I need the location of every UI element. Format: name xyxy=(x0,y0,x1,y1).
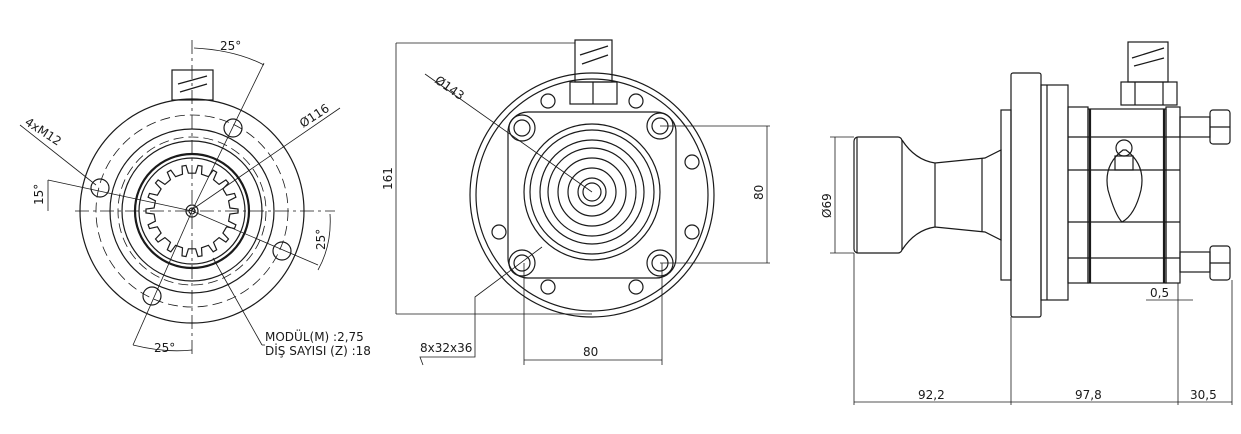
rear-bolts xyxy=(508,112,674,277)
rear-view: Ø143 161 80 80 8x32x36 xyxy=(381,39,770,366)
side-bolts xyxy=(1179,109,1231,281)
side-body xyxy=(1087,108,1167,284)
length-bolts-label: 30,5 xyxy=(1190,388,1217,402)
bolt-spacing-horizontal-label: 80 xyxy=(583,345,598,359)
flange-diameter-label: Ø143 xyxy=(432,73,467,103)
angle-right-label: 25° xyxy=(314,229,328,250)
front-view: 25° 25° 25° 15° 4xM12 Ø116 MODÜL(M) :2,7… xyxy=(19,39,371,358)
angle-top-label: 25° xyxy=(220,39,241,53)
side-fitting xyxy=(1106,149,1143,223)
shaft-diameter-label: Ø69 xyxy=(820,193,834,218)
length-shaft-label: 92,2 xyxy=(918,388,945,402)
overall-height-label: 161 xyxy=(381,167,395,190)
side-flange xyxy=(1010,72,1042,318)
bolt-holes xyxy=(90,118,292,306)
front-top-port xyxy=(171,69,214,101)
spline-spec-label: 8x32x36 xyxy=(420,341,472,355)
module-label: MODÜL(M) :2,75 xyxy=(265,328,364,344)
shaft-cup xyxy=(853,136,903,254)
side-top-port xyxy=(1120,41,1178,106)
length-body-label: 97,8 xyxy=(1075,388,1102,402)
angle-bottom-label: 25° xyxy=(154,341,175,355)
rear-outer-flange xyxy=(469,72,715,318)
teeth-label: DİŞ SAYISI (Z) :18 xyxy=(265,343,371,358)
rear-holes xyxy=(491,93,700,295)
bolt-circle-diameter: Ø116 xyxy=(297,101,332,130)
angle-left-label: 15° xyxy=(32,184,46,205)
rear-top-port xyxy=(569,39,618,105)
gap-label: 0,5 xyxy=(1150,286,1169,300)
bolt-spacing-vertical-label: 80 xyxy=(752,185,766,200)
side-view: Ø69 0,5 92,2 97,8 30,5 xyxy=(820,41,1233,405)
